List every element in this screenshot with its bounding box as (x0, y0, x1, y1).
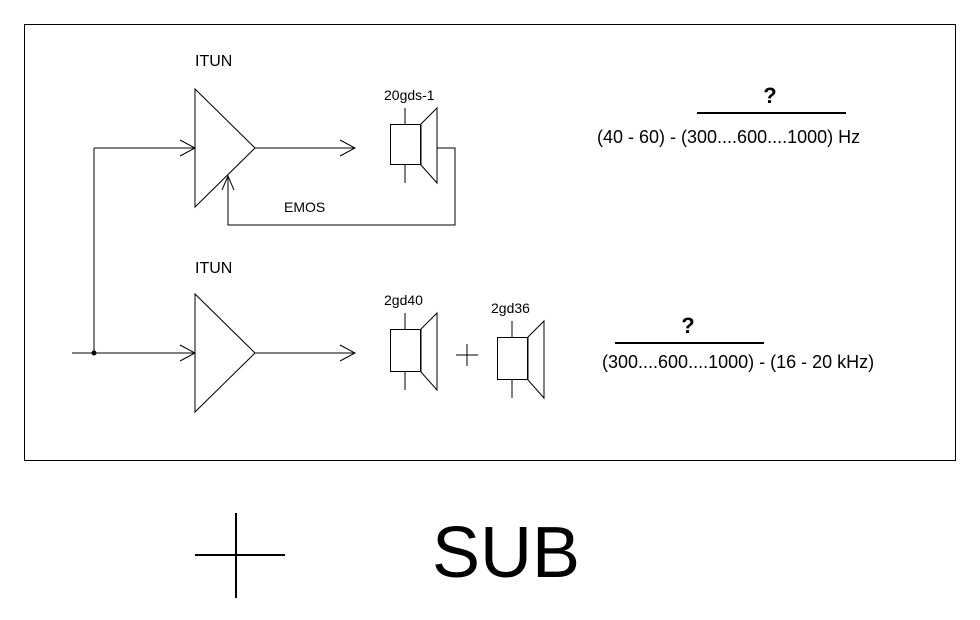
sub-label: SUB (432, 513, 580, 593)
bottom-speaker2-label: 2gd36 (491, 300, 530, 316)
plus-sign-large (195, 513, 285, 598)
bottom-crossover-question: ? (681, 313, 694, 338)
frame-border (24, 24, 956, 461)
top-frequency-range: (40 - 60) - (300....600....1000) Hz (597, 127, 860, 147)
top-speaker-icon (390, 106, 438, 185)
input-wiring (72, 139, 197, 362)
bottom-speaker2-icon (497, 319, 545, 400)
bottom-speaker1-label: 2gd40 (384, 292, 423, 308)
junction-dot (91, 350, 97, 356)
plus-sign-small (456, 344, 478, 366)
top-amplifier-label: ITUN (195, 53, 232, 70)
feedback-loop (221, 147, 456, 226)
feedback-label: EMOS (284, 199, 325, 215)
bottom-amplifier-label: ITUN (195, 260, 232, 277)
top-speaker-label: 20gds-1 (384, 87, 435, 103)
top-crossover-question: ? (763, 83, 776, 108)
bottom-output-wiring (255, 344, 357, 362)
top-output-wiring (255, 139, 357, 157)
bottom-frequency-range: (300....600....1000) - (16 - 20 kHz) (602, 352, 874, 372)
top-amplifier-symbol (194, 87, 256, 209)
bottom-amplifier-symbol (194, 292, 256, 414)
bottom-speaker1-icon (390, 311, 438, 392)
